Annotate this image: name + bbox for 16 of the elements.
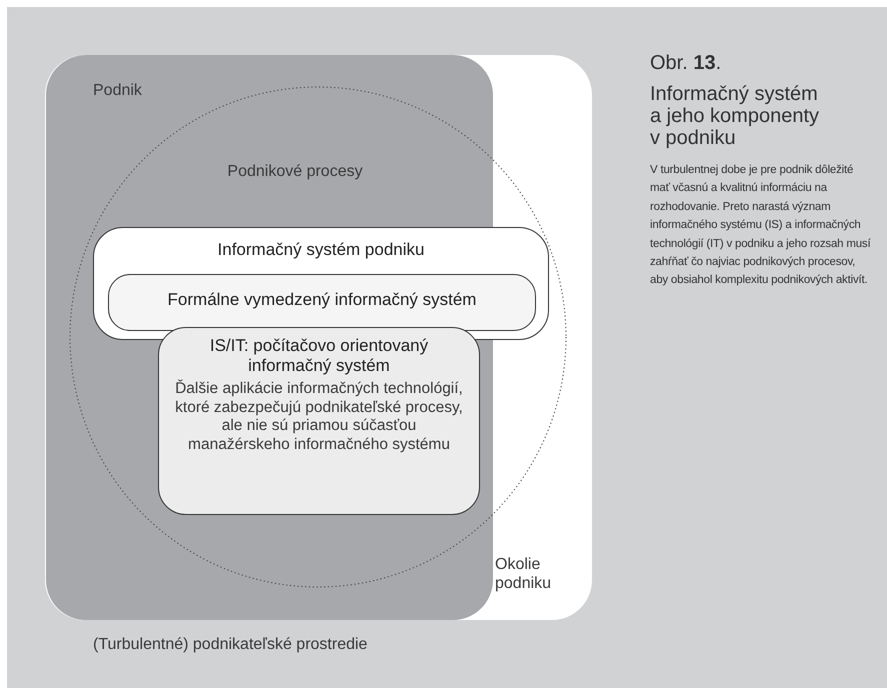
box-title: IS/IT: počítačovo orientovaný informačný systém [208,336,430,377]
description-paragraph: V turbulentnej dobe je pre podnik dôležité mať včasnú a kvalitnú informáciu na rozhodovanie. Preto narastá význam informačného systému (IS) a informačných technológií (IT) v podniku a jeho rozsah musí zahŕňať čo najviac podnikových procesov, aby obsiahol komplexitu podnikových aktivít. [650,163,872,288]
enterprise-label: Podnik [93,81,143,100]
environment-label: (Turbulentné) podnikateľské prostredie [93,635,368,654]
box-description: Ďalšie aplikácie informačných technológií, ktoré zabezpečujú podnikateľské procesy, ale nie sú priamou súčasťou manažérskeho informačného systému [174,380,464,454]
system-box [108,274,536,331]
system-box [93,227,549,340]
system-box [158,327,480,515]
figure-title: Informačný systém a jeho komponenty v podniku [650,83,820,149]
circle-label: Podnikové procesy [226,162,364,182]
figure-number: Obr. 13. [650,52,722,75]
box-title: Informačný systém podniku [216,240,426,260]
environment-label: Okolie podniku [495,555,552,594]
surroundings-area [45,55,592,620]
environment-panel [7,7,887,688]
box-title: Formálne vymedzený informačný systém [166,290,478,310]
